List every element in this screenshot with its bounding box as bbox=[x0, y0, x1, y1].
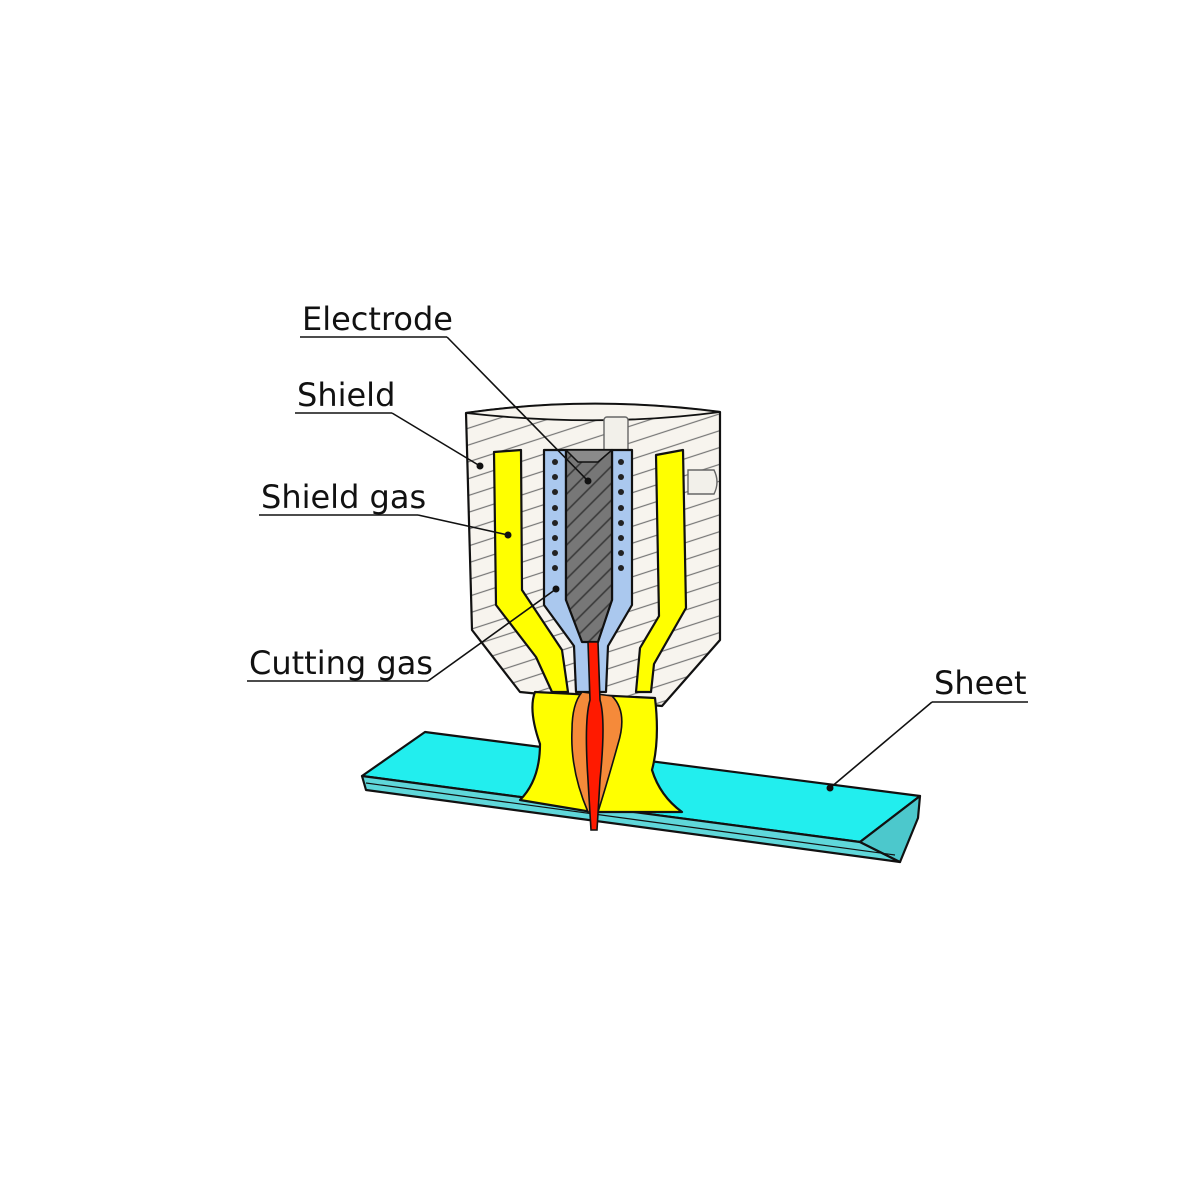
plasma-arc bbox=[585, 641, 604, 831]
shield-label: Shield bbox=[297, 376, 395, 414]
callout-electrode: Electrode bbox=[300, 300, 592, 485]
callout-shield-gas: Shield gas bbox=[259, 478, 512, 539]
plasma-plume bbox=[518, 641, 684, 831]
sheet-right-edge bbox=[858, 794, 922, 864]
electrode-label: Electrode bbox=[302, 300, 453, 338]
sheet-label: Sheet bbox=[934, 664, 1027, 702]
callout-sheet: Sheet bbox=[826, 664, 1028, 792]
side-port bbox=[687, 469, 718, 495]
shield-gas-label: Shield gas bbox=[261, 478, 426, 516]
cutting-gas-label: Cutting gas bbox=[249, 644, 433, 682]
cutting-gas-holes bbox=[552, 459, 624, 571]
top-port bbox=[603, 416, 629, 454]
callout-cutting-gas: Cutting gas bbox=[247, 585, 560, 682]
callout-shield: Shield bbox=[295, 376, 484, 470]
shield-top-rim bbox=[465, 402, 721, 422]
electrode-tip bbox=[564, 449, 615, 463]
shield-gas-right-channel bbox=[634, 448, 688, 694]
